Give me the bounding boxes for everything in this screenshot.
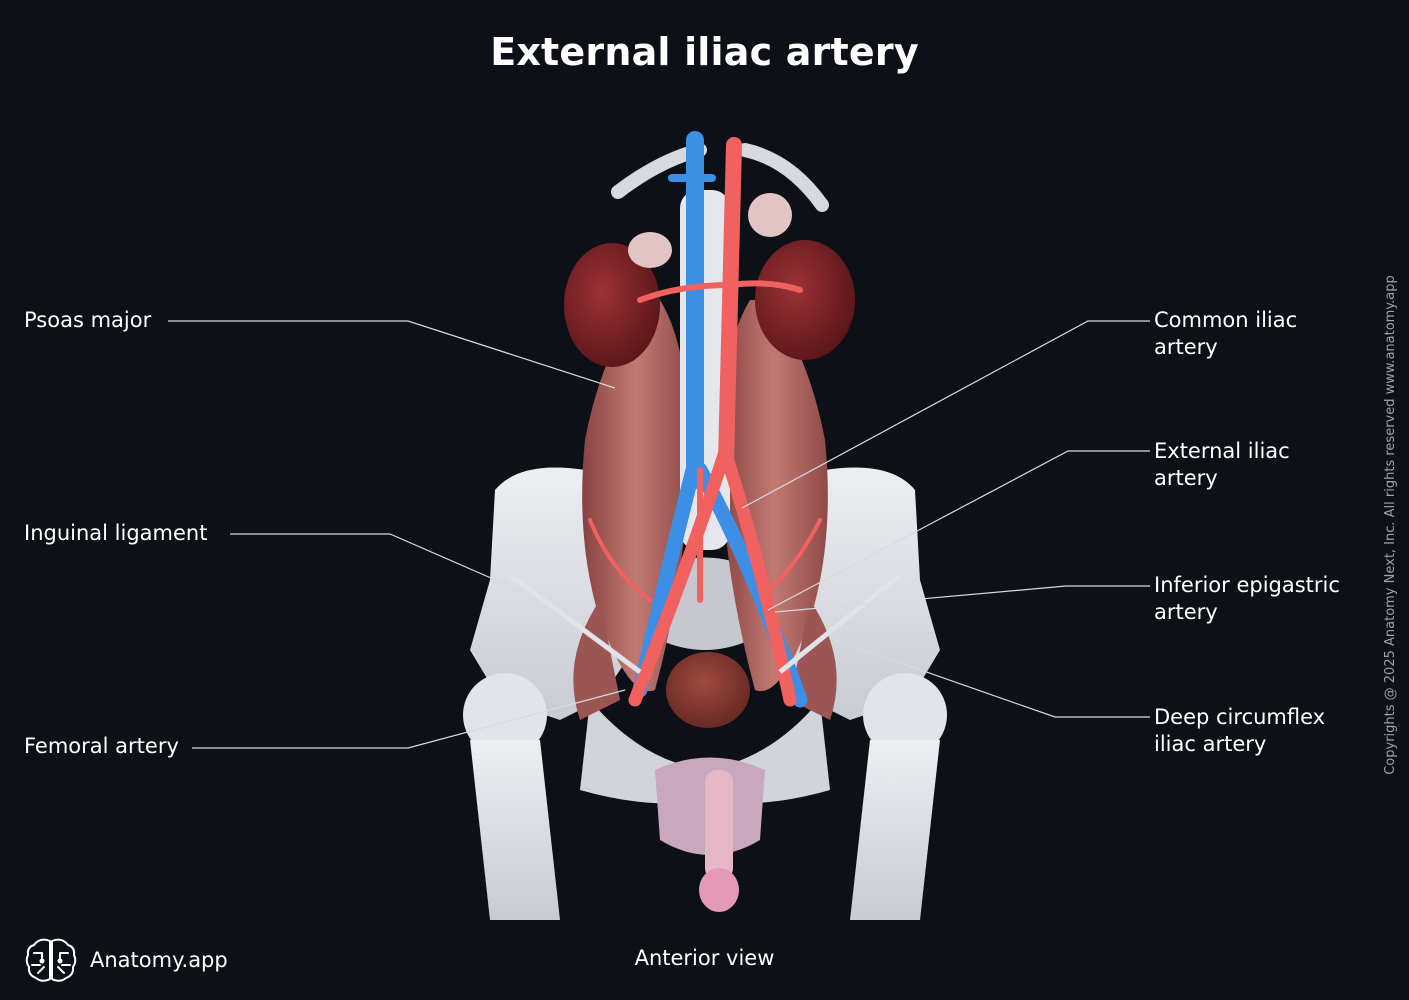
- label-inferior-epigastric-artery: Inferior epigastric artery: [1154, 573, 1340, 624]
- leader-femoral-artery: [192, 689, 626, 749]
- page-title: External iliac artery: [490, 30, 919, 74]
- bladder: [666, 652, 750, 728]
- brand-name: Anatomy.app: [90, 948, 228, 972]
- label-deep-circumflex-iliac-artery: Deep circumflex iliac artery: [1154, 705, 1326, 756]
- view-label: Anterior view: [634, 946, 775, 970]
- artery-vessel: [588, 137, 822, 707]
- leader-inguinal-ligament: [230, 533, 531, 596]
- leader-common-iliac-artery: [741, 320, 1150, 509]
- leader-deep-circumflex-iliac-artery: [834, 639, 1150, 718]
- leader-external-iliac-artery: [767, 450, 1150, 611]
- brain-logo-icon: [25, 938, 77, 982]
- kidney: [564, 193, 855, 367]
- leader-inferior-epigastric-artery: [774, 585, 1150, 613]
- label-femoral-artery: Femoral artery: [24, 734, 179, 758]
- penis: [655, 757, 765, 912]
- femur-bone: [463, 673, 947, 920]
- label-common-iliac-artery: Common iliac artery: [1154, 308, 1298, 359]
- label-psoas-major: Psoas major: [24, 308, 152, 332]
- label-external-iliac-artery: External iliac artery: [1154, 439, 1290, 490]
- leader-psoas-major: [168, 320, 616, 389]
- brand: Anatomy.app: [24, 932, 228, 988]
- label-inguinal-ligament: Inguinal ligament: [24, 521, 208, 545]
- leader-lines: [168, 320, 1150, 749]
- inguinal-ligament: [508, 572, 902, 675]
